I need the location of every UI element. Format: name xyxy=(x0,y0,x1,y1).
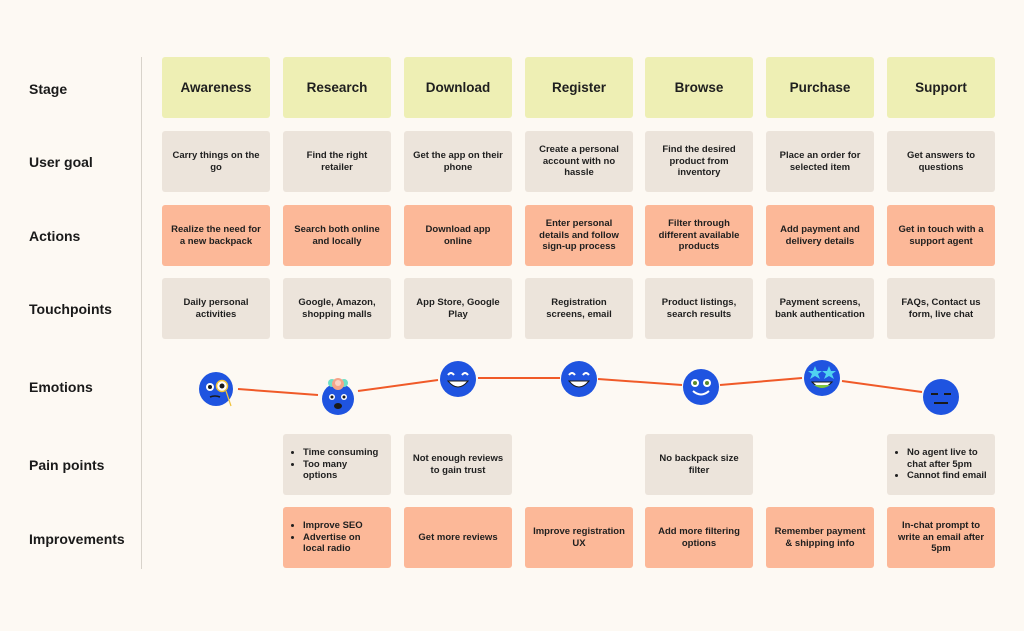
list-item: Too many options xyxy=(303,459,383,482)
action-register: Enter personal details and follow sign-u… xyxy=(525,205,633,266)
row-label-actions: Actions xyxy=(29,228,81,244)
list-item: Advertise on local radio xyxy=(303,532,383,555)
user-goal-awareness: Carry things on the go xyxy=(162,131,270,192)
list-item: Improve SEO xyxy=(303,520,383,532)
emotion-line-6 xyxy=(841,380,923,393)
stage-browse: Browse xyxy=(645,57,753,118)
pain-point-browse: No backpack size filter xyxy=(645,434,753,495)
emotion-line-2 xyxy=(357,379,439,392)
user-goal-register: Create a personal account with no hassle xyxy=(525,131,633,192)
touchpoint-browse: Product listings, search results xyxy=(645,278,753,339)
action-purchase: Add payment and delivery details xyxy=(766,205,874,266)
touchpoint-support: FAQs, Contact us form, live chat xyxy=(887,278,995,339)
touchpoint-awareness: Daily personal activities xyxy=(162,278,270,339)
list-item: No agent live to chat after 5pm xyxy=(907,447,987,470)
action-awareness: Realize the need for a new backpack xyxy=(162,205,270,266)
list-item: Time consuming xyxy=(303,447,383,459)
stage-register: Register xyxy=(525,57,633,118)
action-download: Download app online xyxy=(404,205,512,266)
emotion-line-1 xyxy=(237,388,319,396)
improvement-download: Get more reviews xyxy=(404,507,512,568)
row-label-stage: Stage xyxy=(29,81,68,97)
improvement-support: In-chat prompt to write an email after 5… xyxy=(887,507,995,568)
stage-download: Download xyxy=(404,57,512,118)
grinning-face-icon xyxy=(440,361,476,397)
improvement-browse: Add more filtering options xyxy=(645,507,753,568)
action-support: Get in touch with a support agent xyxy=(887,205,995,266)
user-goal-support: Get answers to questions xyxy=(887,131,995,192)
expressionless-face-icon xyxy=(923,379,959,415)
touchpoint-purchase: Payment screens, bank authentication xyxy=(766,278,874,339)
list-item: Cannot find email xyxy=(907,470,987,482)
row-label-pain-points: Pain points xyxy=(29,457,105,473)
star-struck-face-icon xyxy=(804,360,840,396)
improvement-purchase: Remember payment & shipping info xyxy=(766,507,874,568)
user-goal-purchase: Place an order for selected item xyxy=(766,131,874,192)
row-label-user-goal: User goal xyxy=(29,154,93,170)
monocle-face-icon xyxy=(199,372,233,407)
pain-point-support: No agent live to chat after 5pm Cannot f… xyxy=(887,434,995,495)
stage-purchase: Purchase xyxy=(766,57,874,118)
smiling-face-icon xyxy=(683,369,719,405)
pain-point-research: Time consuming Too many options xyxy=(283,434,391,495)
action-research: Search both online and locally xyxy=(283,205,391,266)
stage-research: Research xyxy=(283,57,391,118)
row-label-improvements: Improvements xyxy=(29,531,125,547)
emotion-line-4 xyxy=(597,378,683,386)
user-goal-browse: Find the desired product from inventory xyxy=(645,131,753,192)
stage-awareness: Awareness xyxy=(162,57,270,118)
improvement-research: Improve SEO Advertise on local radio xyxy=(283,507,391,568)
pain-point-download: Not enough reviews to gain trust xyxy=(404,434,512,495)
user-goal-research: Find the right retailer xyxy=(283,131,391,192)
exploding-head-icon xyxy=(322,378,354,415)
row-label-emotions: Emotions xyxy=(29,379,93,395)
column-divider xyxy=(141,57,142,569)
stage-support: Support xyxy=(887,57,995,118)
improvement-register: Improve registration UX xyxy=(525,507,633,568)
grinning-face-icon xyxy=(561,361,597,397)
action-browse: Filter through different available produ… xyxy=(645,205,753,266)
touchpoint-register: Registration screens, email xyxy=(525,278,633,339)
emotion-line-5 xyxy=(719,377,803,386)
row-label-touchpoints: Touchpoints xyxy=(29,301,112,317)
touchpoint-download: App Store, Google Play xyxy=(404,278,512,339)
user-goal-download: Get the app on their phone xyxy=(404,131,512,192)
touchpoint-research: Google, Amazon, shopping malls xyxy=(283,278,391,339)
